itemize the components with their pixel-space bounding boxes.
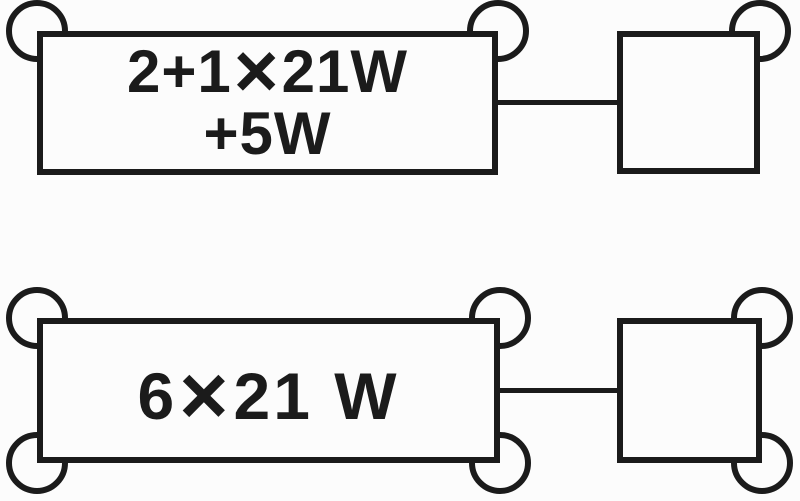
label-suffix: 21 W xyxy=(233,358,400,433)
wire-connector xyxy=(496,388,621,393)
lamp-load-box: 6×21 W xyxy=(37,318,500,463)
label-prefix: 6 xyxy=(137,358,178,433)
lamp-load-label-line2: +5W xyxy=(203,100,332,167)
label-suffix: 21W xyxy=(281,38,408,105)
flasher-unit-box xyxy=(617,318,762,463)
lamp-load-box: 2+1×21W +5W xyxy=(37,31,498,175)
flasher-unit-box xyxy=(617,31,760,174)
terminal-circle xyxy=(469,432,531,494)
terminal-circle xyxy=(731,432,793,494)
lamp-load-label-line1: 2+1×21W xyxy=(126,28,408,115)
label-prefix: 2+1 xyxy=(126,38,232,105)
wire-connector xyxy=(494,100,621,105)
lamp-load-label-line1: 6×21 W xyxy=(137,348,400,443)
